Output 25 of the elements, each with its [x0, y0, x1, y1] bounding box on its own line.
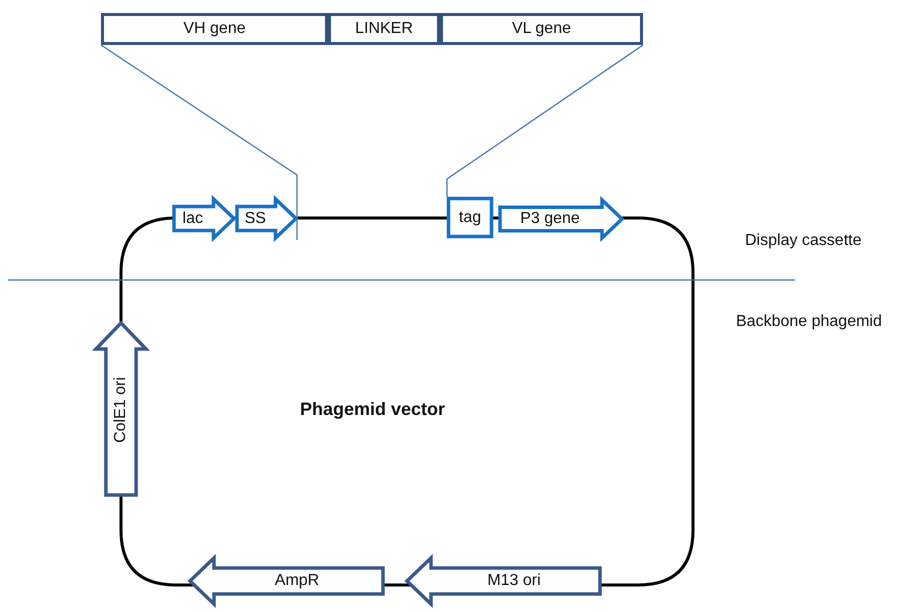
expansion-line [446, 44, 644, 197]
gene-label: LINKER [355, 20, 413, 38]
diagram-title: Phagemid vector [300, 399, 446, 420]
gene-label: SS [244, 210, 266, 228]
gene-segment-box [440, 13, 643, 45]
side-label: Display cassette [745, 232, 862, 250]
gene-segment-box [101, 13, 328, 45]
gene-label: M13 ori [487, 572, 541, 590]
gene-arrow [189, 556, 385, 606]
gene-label: P3 gene [520, 210, 580, 228]
gene-arrow [498, 198, 623, 240]
gene-label: AmpR [274, 572, 320, 590]
gene-arrow [235, 197, 297, 240]
gene-label: ColE1 ori [112, 376, 130, 442]
gene-arrow [172, 197, 235, 240]
gene-arrow [406, 556, 602, 606]
gene-label: lac [182, 210, 203, 228]
tag-box [447, 197, 493, 238]
side-label: Backbone phagemid [736, 313, 882, 331]
gene-arrow [94, 322, 148, 497]
gene-label: tag [458, 208, 482, 226]
gene-label: VH gene [183, 20, 246, 38]
gene-label: VL gene [512, 20, 571, 38]
gene-segment-box [328, 13, 440, 45]
expansion-line [100, 44, 298, 240]
